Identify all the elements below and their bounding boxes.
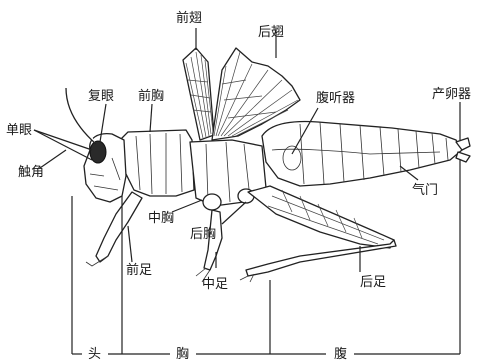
forewing-drawing	[183, 48, 214, 140]
label-abdomen: 腹	[334, 346, 347, 362]
compound-eye-drawing	[90, 141, 106, 163]
abdomen-drawing	[262, 122, 470, 186]
label-mesothorax: 中胸	[148, 211, 174, 226]
foreleg-drawing	[86, 192, 142, 266]
label-ocellus: 单眼	[6, 123, 32, 138]
label-ovipositor: 产卵器	[432, 87, 471, 102]
label-hindwing: 后翅	[258, 24, 284, 40]
label-head: 头	[88, 347, 101, 362]
hindleg-drawing	[240, 186, 396, 282]
label-tympanum: 腹听器	[316, 90, 355, 106]
label-thorax: 胸	[176, 347, 189, 362]
label-hindleg: 后足	[360, 275, 386, 290]
label-spiracle: 气门	[412, 182, 438, 198]
label-foreleg: 前足	[126, 262, 152, 278]
label-compound-eye: 复眼	[88, 89, 114, 104]
label-midleg: 中足	[202, 277, 228, 292]
label-metathorax: 后胸	[190, 227, 216, 242]
head-drawing	[66, 88, 126, 202]
label-forewing: 前翅	[176, 10, 202, 26]
midleg-drawing	[196, 210, 222, 282]
label-antenna: 触角	[18, 165, 44, 180]
label-prothorax: 前胸	[138, 88, 164, 104]
